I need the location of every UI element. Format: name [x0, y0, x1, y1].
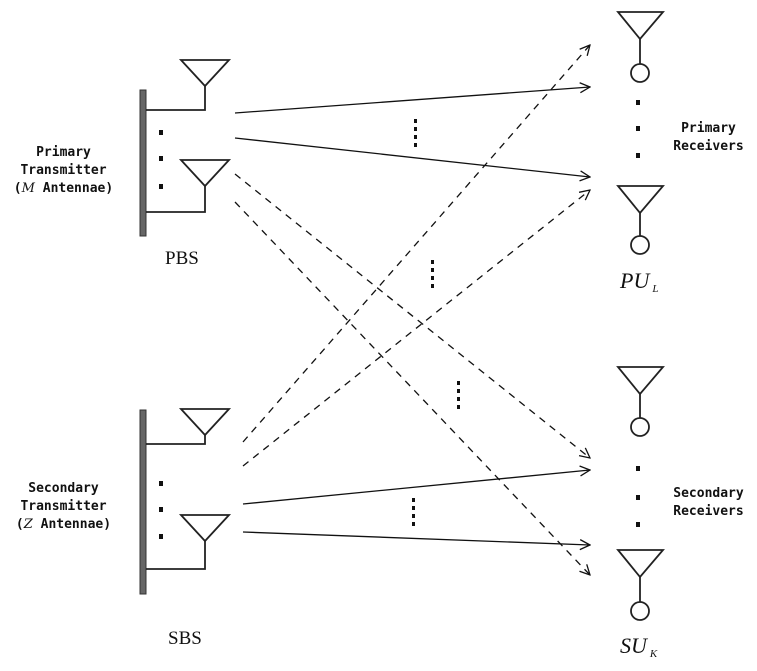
primary-receiver-bottom: [616, 185, 665, 255]
pbs-to-pu-link-1: [234, 87, 590, 114]
primary-receivers-line1: Primary: [681, 121, 736, 136]
direct-links: [234, 87, 590, 545]
secondary-receiver-top: [616, 366, 665, 437]
primary-receiver-dots: [636, 100, 640, 158]
primary-receivers-label: Primary Receivers: [660, 120, 757, 156]
pbs-dots: [159, 130, 163, 189]
primary-receiver-top: [616, 11, 665, 83]
primary-transmitter-label: Primary Transmitter (M Antennae): [0, 144, 127, 198]
secondary-transmitter-label: Secondary Transmitter (Z Antennae): [0, 480, 127, 534]
secondary-receivers-line2: Receivers: [673, 504, 744, 519]
secondary-antenna-count: (Z Antennae): [15, 517, 112, 532]
primary-transmitter-line2: Transmitter: [20, 163, 107, 178]
primary-antenna-count: (M Antennae): [13, 181, 114, 196]
secondary-receiver-dots: [636, 466, 640, 527]
secondary-transmitter-line1: Secondary: [28, 481, 99, 496]
sbs-to-pu-interference-1: [242, 45, 590, 443]
secondary-antenna-word: Antennae): [32, 517, 112, 532]
sbs-to-pu-interference-2: [242, 190, 590, 467]
secondary-antenna-symbol: Z: [23, 517, 33, 532]
secondary-transmitter-line2: Transmitter: [20, 499, 107, 514]
sbs-to-su-link-1: [242, 470, 590, 505]
primary-transmitter-line1: Primary: [36, 145, 91, 160]
interference-links: [234, 45, 590, 575]
primary-antenna-symbol: M: [21, 181, 35, 196]
sbs-antenna-array: [139, 408, 232, 595]
primary-user-symbol-base: PU: [620, 268, 650, 293]
pbs-antenna-array: [139, 59, 232, 237]
pbs-station-label: PBS: [165, 248, 199, 269]
sbs-station-label: SBS: [168, 628, 202, 649]
secondary-receiver-bottom: [616, 549, 665, 621]
primary-antenna-word: Antennae): [34, 181, 114, 196]
secondary-user-symbol-base: SU: [620, 633, 647, 658]
link-ellipsis-dots: [412, 119, 460, 526]
primary-receivers-line2: Receivers: [673, 139, 744, 154]
primary-user-subscript: L: [652, 283, 659, 295]
sbs-to-su-link-2: [242, 531, 590, 545]
pbs-to-su-interference-1: [234, 173, 590, 458]
secondary-receivers-label: Secondary Receivers: [660, 485, 757, 521]
pbs-to-pu-link-2: [234, 137, 590, 177]
secondary-receivers-line1: Secondary: [673, 486, 744, 501]
pbs-to-su-interference-2: [234, 201, 590, 575]
secondary-user-subscript: K: [649, 648, 658, 660]
sbs-dots: [159, 481, 163, 539]
